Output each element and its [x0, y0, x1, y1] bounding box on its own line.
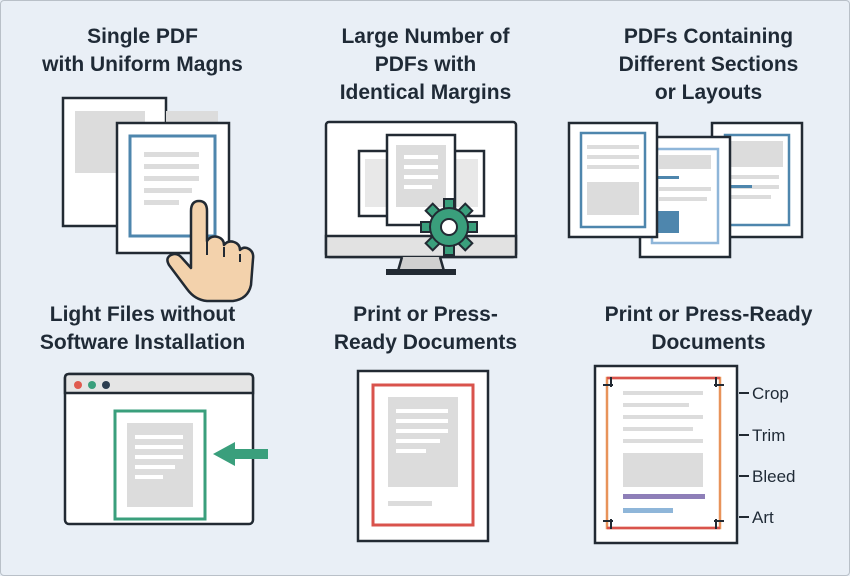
- mixed-layout-illustration: [567, 121, 804, 259]
- gear-icon: [420, 198, 478, 256]
- text-lines: [144, 152, 199, 205]
- panel-many-pdfs: Large Number of PDFs with Identical Marg…: [284, 1, 567, 289]
- panel-title: Print or Press-Ready Documents: [604, 303, 813, 354]
- page-peek: [166, 111, 218, 123]
- panel-title: Light Files without Software Installatio…: [39, 303, 246, 354]
- crop-marks: [603, 377, 724, 529]
- panel-different-layouts: PDFs Containing Different Sections or La…: [567, 1, 849, 289]
- panel-title: Large Number of PDFs with Identical Marg…: [339, 25, 512, 104]
- art-box-line: [623, 494, 705, 499]
- panel-title: Print or Press- Ready Documents: [333, 303, 518, 354]
- panel-single-pdf: Single PDF with Uniform Magns: [1, 1, 284, 303]
- press-page-illustration: [356, 369, 490, 543]
- monitor-neck: [396, 256, 446, 273]
- art-label: Art: [752, 508, 774, 527]
- single-pdf-illustration: [61, 96, 255, 303]
- content-lines: [623, 391, 703, 487]
- bleed-label: Bleed: [752, 467, 795, 486]
- monitor-bezel: [324, 234, 518, 259]
- blue-block: [655, 211, 679, 233]
- hand-pointer-icon: [166, 199, 255, 303]
- crop-label: Crop: [752, 384, 789, 403]
- panel-title: PDFs Containing Different Sections or La…: [618, 25, 799, 104]
- arrow-left-icon: [213, 442, 268, 466]
- browser-titlebar: [63, 372, 255, 395]
- panel-press-ready-b: Print or Press-Ready Documents: [567, 289, 849, 575]
- print-boxes-illustration: Crop Trim Bleed Art: [593, 364, 795, 545]
- trim-label: Trim: [752, 426, 785, 445]
- art-box-line-2: [623, 508, 673, 513]
- window-dots-icon: [74, 381, 110, 389]
- panel-light-files: Light Files without Software Installatio…: [1, 289, 284, 575]
- browser-illustration: [63, 372, 268, 526]
- callout-leaders: [739, 392, 749, 518]
- batch-pdf-illustration: [324, 120, 518, 275]
- panel-title: Single PDF with Uniform Magns: [42, 25, 243, 76]
- monitor-base: [386, 269, 456, 275]
- trim-box: [605, 376, 722, 530]
- panel-press-ready-a: Print or Press- Ready Documents: [284, 289, 567, 575]
